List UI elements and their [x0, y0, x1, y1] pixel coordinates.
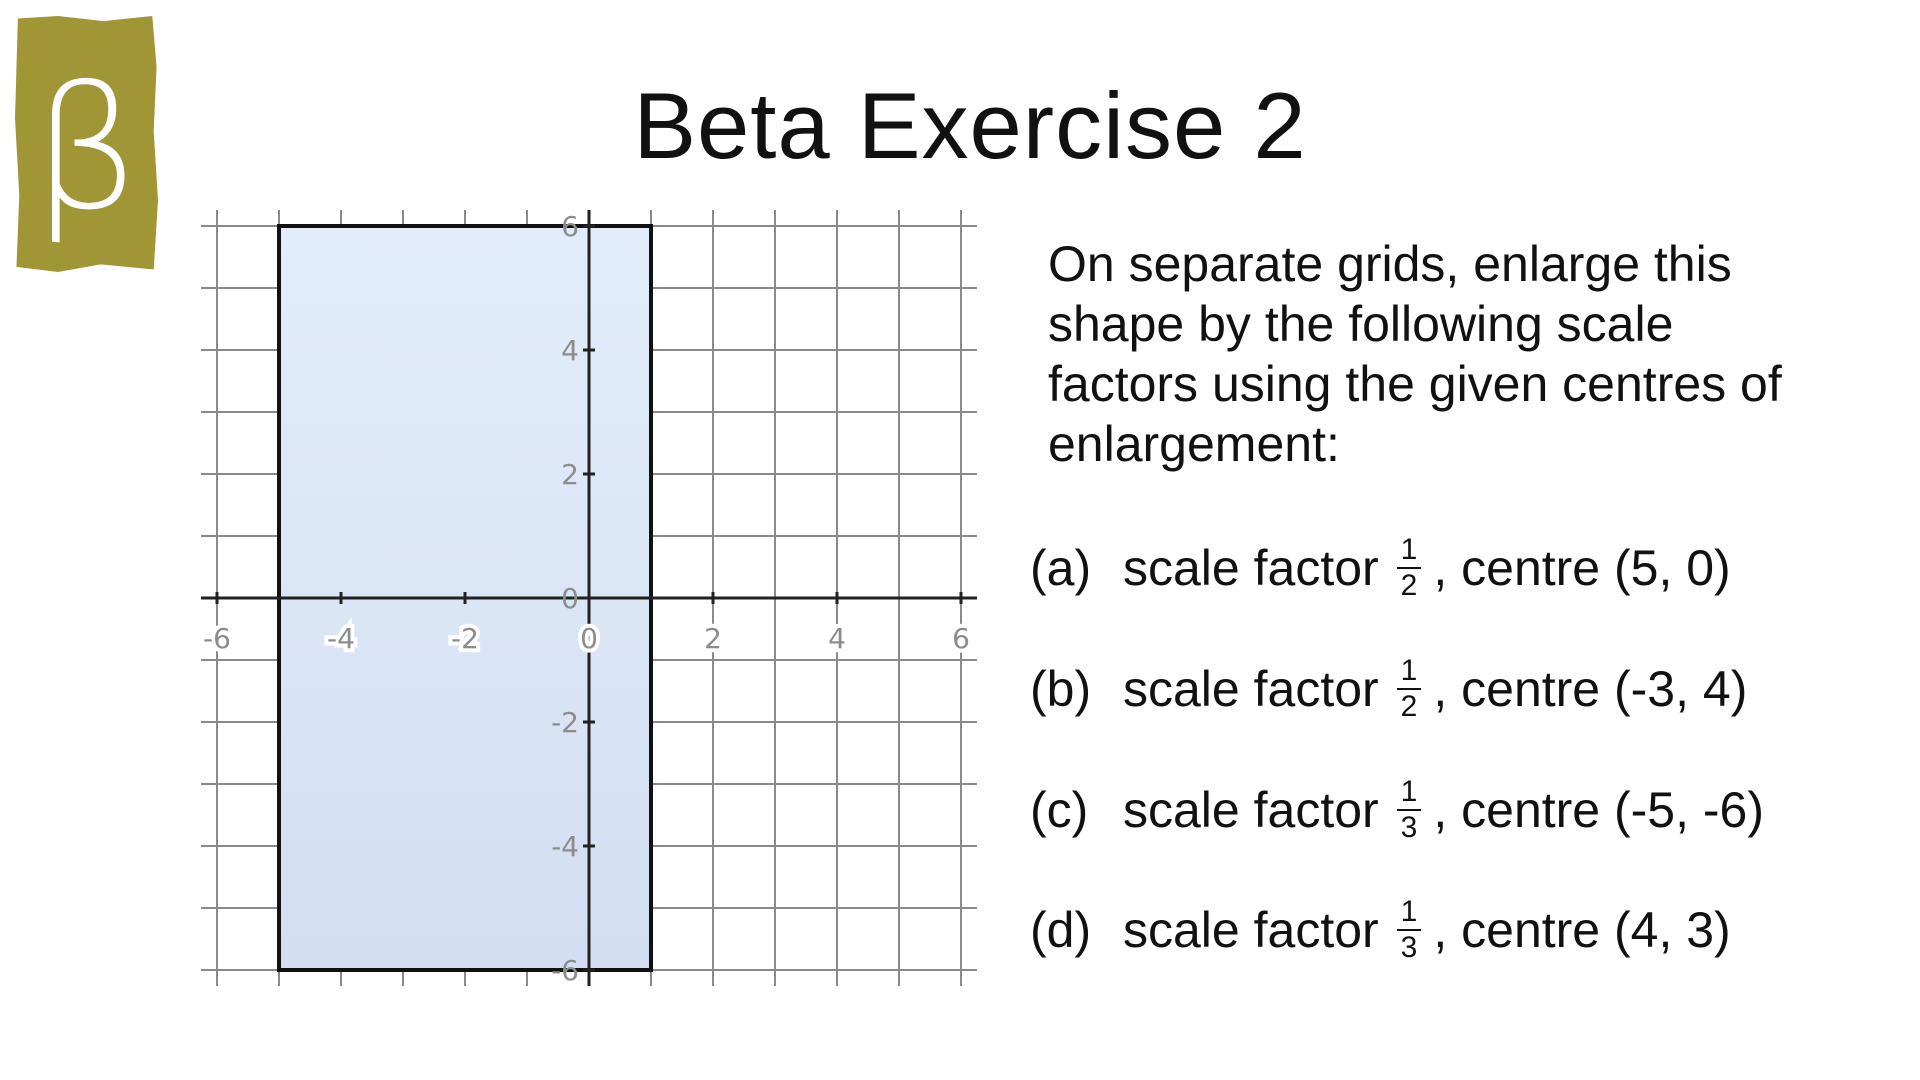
- task-text: scale factor: [1123, 782, 1379, 838]
- x-tick-label: -2: [451, 622, 479, 655]
- coordinate-grid: -6 -4 -2 0 2 4 6 6 4 2 0 -2 -4 -6: [195, 204, 995, 1004]
- y-tick-label: -6: [551, 954, 579, 987]
- scale-fraction: 1 2: [1396, 654, 1422, 724]
- task-label: (b): [1030, 661, 1092, 717]
- task-text: scale factor: [1123, 661, 1379, 717]
- task-a: (a) scale factor 1 2 , centre (5, 0): [1030, 528, 1731, 608]
- fraction-denominator: 2: [1400, 690, 1418, 723]
- task-centre: , centre (5, 0): [1433, 540, 1731, 596]
- task-c: (c) scale factor 1 3 , centre (-5, -6): [1030, 770, 1764, 850]
- fraction-denominator: 3: [1400, 811, 1418, 844]
- x-tick-label: 2: [704, 622, 722, 655]
- page-title: Beta Exercise 2: [633, 73, 1307, 178]
- scale-fraction: 1 2: [1396, 533, 1422, 603]
- task-label: (a): [1030, 540, 1092, 596]
- beta-symbol: β: [32, 50, 141, 248]
- fraction-numerator: 1: [1396, 654, 1422, 690]
- y-tick-label: 6: [561, 210, 579, 243]
- fraction-numerator: 1: [1396, 775, 1422, 811]
- task-text: scale factor: [1123, 540, 1379, 596]
- x-tick-label: -4: [327, 622, 355, 655]
- task-centre: , centre (4, 3): [1433, 902, 1731, 958]
- task-b: (b) scale factor 1 2 , centre (-3, 4): [1030, 649, 1747, 729]
- instructions-text: On separate grids, enlarge this shape by…: [1048, 236, 1782, 472]
- task-text: scale factor: [1123, 902, 1379, 958]
- fraction-denominator: 3: [1400, 931, 1418, 964]
- coordinate-grid-svg: -6 -4 -2 0 2 4 6 6 4 2 0 -2 -4 -6: [199, 210, 977, 987]
- task-label: (c): [1030, 782, 1089, 838]
- fraction-denominator: 2: [1400, 569, 1418, 602]
- x-tick-label: 0: [580, 622, 598, 655]
- scale-fraction: 1 3: [1396, 895, 1422, 965]
- fraction-numerator: 1: [1396, 533, 1422, 569]
- task-centre: , centre (-5, -6): [1433, 782, 1764, 838]
- scale-fraction: 1 3: [1396, 775, 1422, 845]
- x-tick-label: -6: [203, 622, 231, 655]
- fraction-numerator: 1: [1396, 895, 1422, 931]
- task-label: (d): [1030, 902, 1092, 958]
- y-tick-label: 0: [561, 582, 579, 615]
- y-tick-label: -4: [551, 830, 579, 863]
- x-tick-label: 4: [828, 622, 846, 655]
- task-centre: , centre (-3, 4): [1433, 661, 1748, 717]
- x-tick-label: 6: [952, 622, 970, 655]
- y-tick-label: 2: [561, 458, 579, 491]
- task-d: (d) scale factor 1 3 , centre (4, 3): [1030, 890, 1731, 970]
- y-tick-label: -2: [551, 706, 579, 739]
- beta-logo: β: [15, 16, 158, 272]
- y-tick-label: 4: [561, 334, 579, 367]
